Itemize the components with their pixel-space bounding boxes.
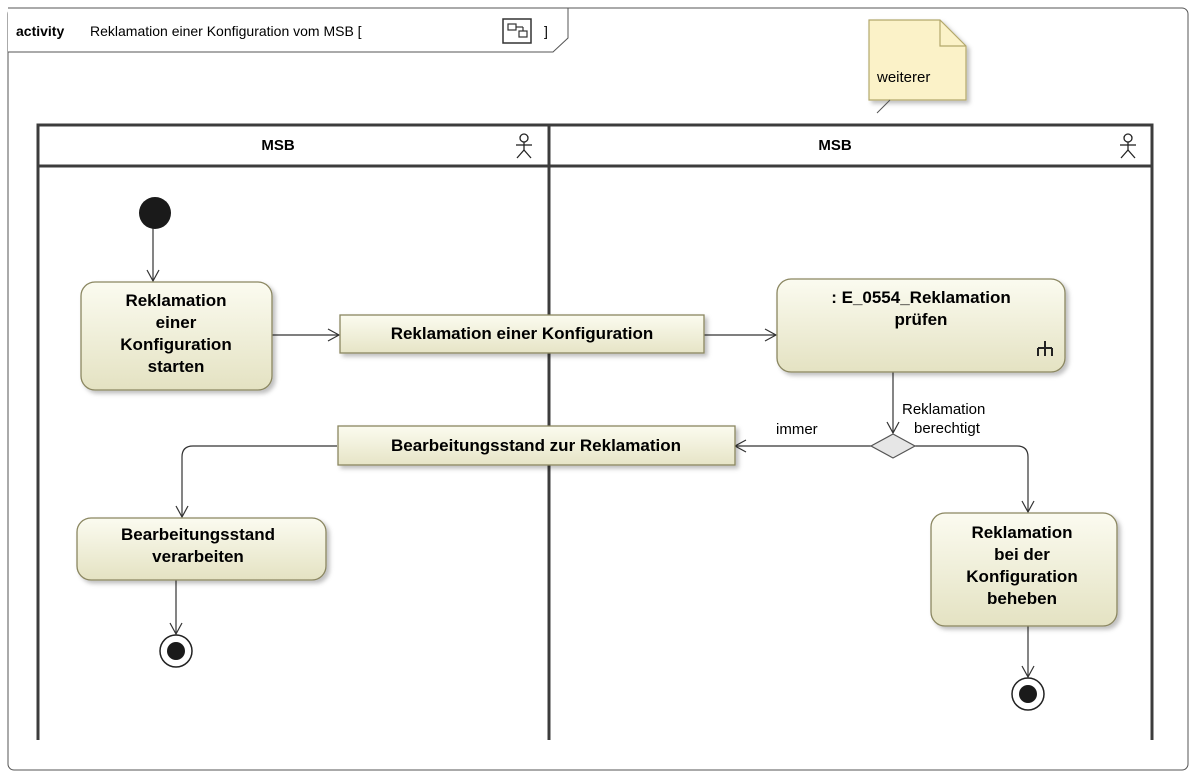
decision-node <box>869 433 917 459</box>
note: weiterer <box>868 19 967 101</box>
arrow-head <box>1021 500 1035 514</box>
guard-justified-line2: berechtigt <box>914 420 981 437</box>
action-label-line: Konfiguration <box>966 567 1077 586</box>
object-label: Reklamation einer Konfiguration <box>391 324 654 343</box>
arrow-head <box>764 328 778 342</box>
guard-always: immer <box>776 421 818 438</box>
arrow-head <box>886 421 900 435</box>
actor-icon <box>516 133 532 159</box>
frame-keyword: activity <box>16 23 64 39</box>
initial-node <box>139 197 171 229</box>
action-label-line: : E_0554_Reklamation <box>831 288 1011 307</box>
final-node <box>159 634 193 668</box>
action-check-claim[interactable]: : E_0554_Reklamation prüfen <box>776 278 1066 373</box>
lane-title-left: MSB <box>261 137 295 154</box>
action-label-line: bei der <box>994 545 1050 564</box>
arrow-head <box>1021 665 1035 679</box>
arrow-head <box>169 622 183 636</box>
object-claim[interactable]: Reklamation einer Konfiguration <box>339 314 705 354</box>
lane-title-right: MSB <box>818 137 852 154</box>
action-label-line: einer <box>156 313 197 332</box>
final-node <box>1011 677 1045 711</box>
action-label-line: prüfen <box>895 310 948 329</box>
action-label-line: beheben <box>987 589 1057 608</box>
note-text: weiterer <box>876 69 930 86</box>
flow-edge <box>915 445 1029 512</box>
arrow-head <box>146 269 160 283</box>
flow-edge <box>181 445 337 517</box>
frame-title-end: ] <box>544 23 548 39</box>
frame-label-box <box>8 7 569 53</box>
action-start-claim[interactable]: Reklamation einer Konfiguration starten <box>80 281 273 391</box>
action-process-status[interactable]: Bearbeitungsstand verarbeiten <box>76 517 327 581</box>
arrow-head <box>327 328 341 342</box>
action-label-line: Konfiguration <box>120 335 231 354</box>
action-label-line: Reklamation <box>971 523 1072 542</box>
action-label-line: Bearbeitungsstand <box>121 525 275 544</box>
object-label: Bearbeitungsstand zur Reklamation <box>391 436 681 455</box>
action-label-line: starten <box>148 357 205 376</box>
guard-justified-line1: Reklamation <box>902 401 985 418</box>
object-status[interactable]: Bearbeitungsstand zur Reklamation <box>337 425 736 466</box>
actor-icon <box>1120 133 1136 159</box>
activity-diagram-icon <box>502 18 532 44</box>
call-behavior-rake-icon <box>1037 341 1053 356</box>
action-fix-claim[interactable]: Reklamation bei der Konfiguration behebe… <box>930 512 1118 627</box>
arrow-head <box>175 505 189 519</box>
note-anchor <box>876 99 891 114</box>
frame-title: Reklamation einer Konfiguration vom MSB … <box>90 23 362 39</box>
lane-header-row <box>36 123 1154 168</box>
action-label-line: verarbeiten <box>152 547 244 566</box>
action-label-line: Reklamation <box>125 291 226 310</box>
